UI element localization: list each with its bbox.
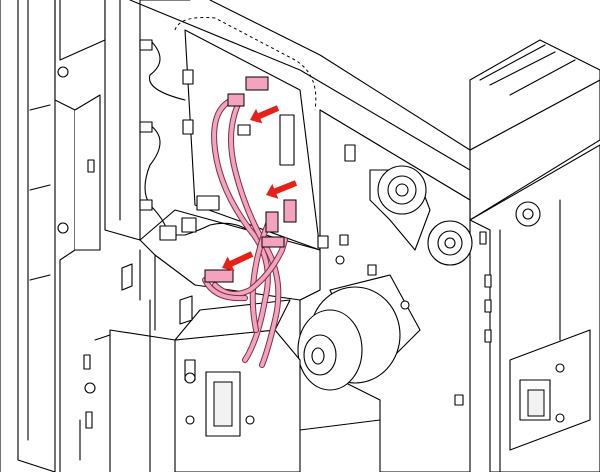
cable-connector: [204, 269, 234, 283]
direction-arrows: [221, 105, 298, 272]
red-arrow-icon: [221, 251, 254, 272]
pink-cables: [202, 76, 297, 368]
cable-connector: [265, 211, 279, 233]
red-arrow-icon: [249, 105, 280, 124]
left-frame: [0, 0, 111, 472]
pink-cable: [212, 98, 270, 362]
red-arrow-icon: [265, 180, 298, 199]
motor: [297, 274, 421, 391]
pcb-board: [174, 17, 329, 251]
cable-connector: [261, 236, 285, 248]
cable-clip: [179, 295, 193, 325]
pink-cable: [213, 238, 287, 296]
cable-connector: [227, 93, 245, 107]
cable-clip: [121, 263, 133, 291]
right-frame: [469, 144, 600, 472]
cable-connector: [245, 76, 269, 91]
cable-connector: [283, 199, 297, 223]
pink-cable: [203, 278, 247, 301]
